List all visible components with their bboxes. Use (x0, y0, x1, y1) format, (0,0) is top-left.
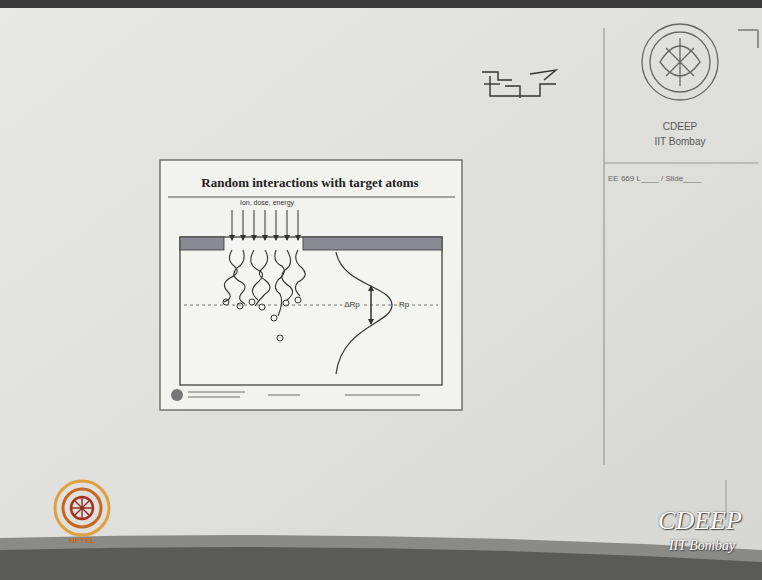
logo-caption: IIT Bombay (655, 136, 706, 147)
slide-number-field: EE 669 L____ / Slide____ (608, 175, 701, 184)
slide-title: Random interactions with target atoms (201, 176, 418, 190)
watermark: CDEEP (658, 507, 742, 536)
nptel-logo-text: NPTEL (69, 537, 95, 546)
watermark: IIT Bombay (669, 538, 735, 553)
straggle-label: ΔRp (342, 301, 362, 310)
beam-label: Ion, dose, energy (240, 199, 294, 207)
range-label: Rp (397, 301, 411, 310)
logo-caption: CDEEP (663, 121, 697, 132)
